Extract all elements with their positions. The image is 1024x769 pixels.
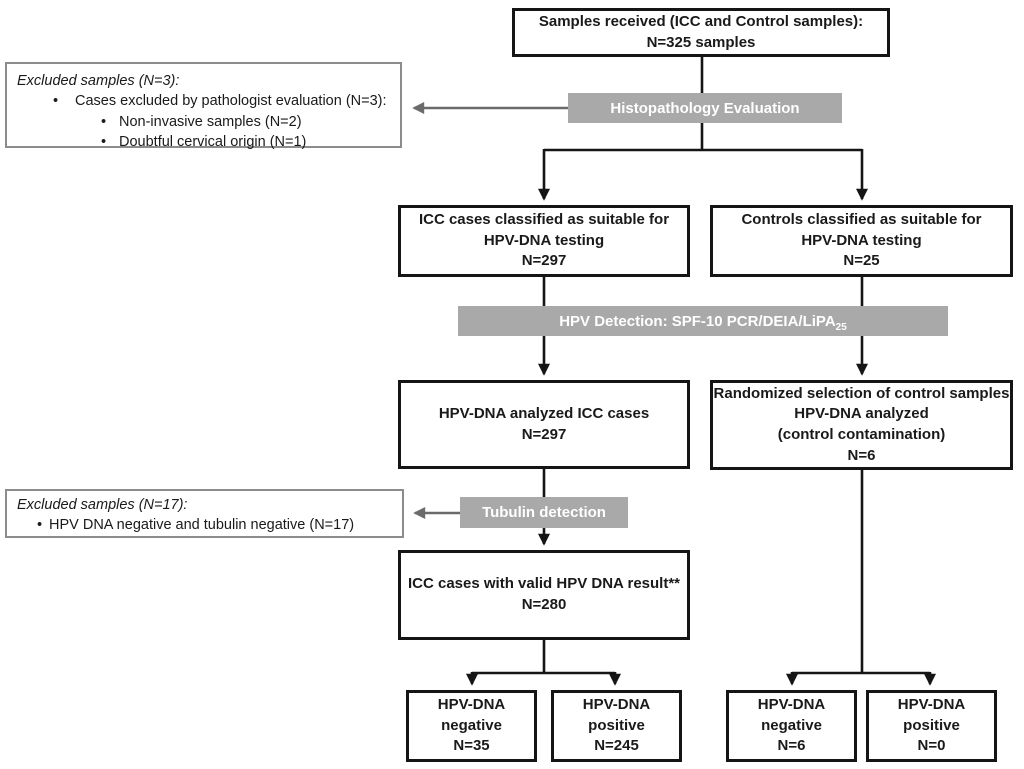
- box-icc-valid-result: ICC cases with valid HPV DNA result** N=…: [398, 550, 690, 640]
- box-samples-received-line2: N=325 samples: [646, 33, 756, 51]
- bar-tubulin-detection: Tubulin detection: [460, 497, 628, 528]
- box-control-positive-count: N=0: [917, 737, 946, 755]
- box-randomized-controls: Randomized selection of control samples …: [710, 380, 1013, 470]
- exclusion-pathology-item: Cases excluded by pathologist evaluation…: [17, 91, 390, 111]
- box-icc-positive-line2: positive: [588, 716, 645, 734]
- box-icc-hpv-positive: HPV-DNA positive N=245: [551, 690, 682, 762]
- box-icc-suitable-count: N=297: [521, 252, 567, 270]
- box-samples-received: Samples received (ICC and Control sample…: [512, 8, 890, 57]
- bar-tubulin-label: Tubulin detection: [482, 504, 606, 521]
- box-randomized-line2: HPV-DNA analyzed: [794, 405, 929, 423]
- exclusion-pathology-item-text: Cases excluded by pathologist evaluation…: [75, 93, 387, 110]
- box-randomized-count: N=6: [847, 446, 876, 464]
- box-samples-received-line1: Samples received (ICC and Control sample…: [538, 12, 864, 30]
- bar-hpv-detection-text: HPV Detection: SPF-10 PCR/DEIA/LiPA: [559, 312, 836, 330]
- box-icc-negative-count: N=35: [453, 737, 490, 755]
- box-controls-suitable: Controls classified as suitable for HPV-…: [710, 205, 1013, 277]
- box-icc-analyzed-line1: HPV-DNA analyzed ICC cases: [438, 404, 650, 422]
- box-control-positive-line1: HPV-DNA: [897, 695, 966, 713]
- box-icc-negative-line1: HPV-DNA: [437, 695, 506, 713]
- bar-histopathology-label: Histopathology Evaluation: [610, 99, 800, 117]
- box-icc-valid-count: N=280: [521, 596, 567, 613]
- bar-hpv-detection-subscript: 25: [835, 321, 847, 333]
- box-control-positive-line2: positive: [903, 716, 960, 734]
- box-icc-suitable-line1: ICC cases classified as suitable for: [418, 210, 670, 228]
- exclusion-pathology-title: Excluded samples (N=3):: [17, 73, 180, 89]
- exclusion-pathology-subitem2-text: Doubtful cervical origin (N=1): [119, 133, 307, 150]
- box-icc-positive-count: N=245: [594, 737, 639, 755]
- bar-hpv-detection: HPV Detection: SPF-10 PCR/DEIA/LiPA25: [458, 306, 948, 336]
- exclusion-pathology-subitem: Non-invasive samples (N=2): [17, 112, 390, 132]
- box-control-negative-count: N=6: [777, 737, 806, 755]
- bar-histopathology-evaluation: Histopathology Evaluation: [568, 93, 842, 123]
- box-randomized-line3: (control contamination): [777, 426, 946, 443]
- box-controls-suitable-count: N=25: [843, 252, 880, 270]
- box-controls-suitable-line2: HPV-DNA testing: [801, 231, 922, 249]
- exclusion-tubulin-item-text: HPV DNA negative and tubulin negative (N…: [49, 517, 355, 534]
- exclusion-tubulin-item: HPV DNA negative and tubulin negative (N…: [17, 515, 392, 535]
- exclusion-pathology-subitem: Doubtful cervical origin (N=1): [17, 132, 390, 152]
- bar-hpv-detection-label: HPV Detection: SPF-10 PCR/DEIA/LiPA25: [559, 312, 847, 333]
- box-icc-valid-line1: ICC cases with valid HPV DNA result**: [407, 575, 681, 593]
- box-control-hpv-positive: HPV-DNA positive N=0: [866, 690, 997, 762]
- exclusion-pathology-subitem1-text: Non-invasive samples (N=2): [119, 113, 302, 130]
- box-icc-suitable: ICC cases classified as suitable for HPV…: [398, 205, 690, 277]
- exclusion-box-tubulin: Excluded samples (N=17): HPV DNA negativ…: [5, 489, 404, 538]
- box-icc-analyzed-count: N=297: [521, 425, 567, 443]
- box-icc-hpv-negative: HPV-DNA negative N=35: [406, 690, 537, 762]
- exclusion-tubulin-title: Excluded samples (N=17):: [17, 497, 188, 513]
- box-control-hpv-negative: HPV-DNA negative N=6: [726, 690, 857, 762]
- box-icc-negative-line2: negative: [441, 716, 502, 734]
- box-control-negative-line1: HPV-DNA: [757, 695, 826, 713]
- box-icc-positive-line1: HPV-DNA: [582, 695, 651, 713]
- box-control-negative-line2: negative: [761, 716, 822, 734]
- box-randomized-line1: Randomized selection of control samples: [713, 384, 1010, 402]
- box-icc-analyzed: HPV-DNA analyzed ICC cases N=297: [398, 380, 690, 469]
- box-icc-suitable-line2: HPV-DNA testing: [483, 231, 605, 249]
- exclusion-box-pathology: Excluded samples (N=3): Cases excluded b…: [5, 62, 402, 150]
- box-controls-suitable-line1: Controls classified as suitable for: [741, 210, 982, 228]
